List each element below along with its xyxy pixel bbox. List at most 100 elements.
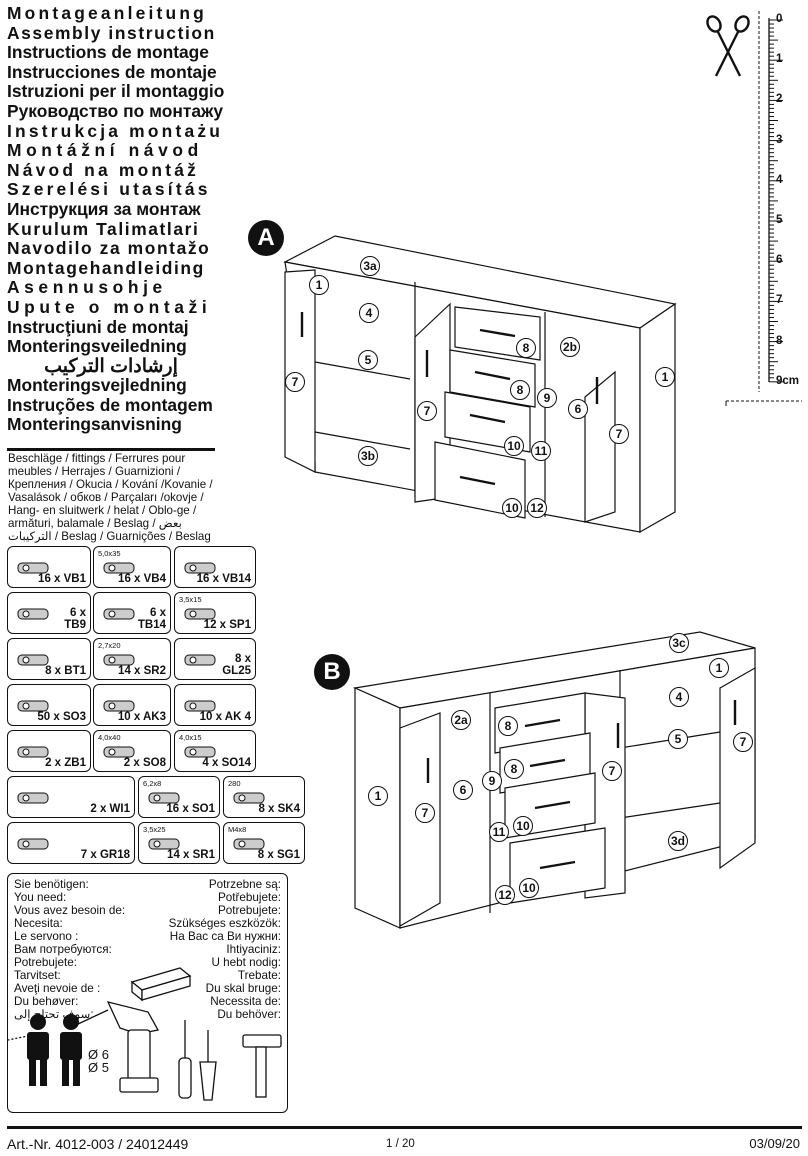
callout-3d: 3d: [668, 831, 688, 851]
title-nl: Montagehandleiding: [7, 257, 205, 278]
fitting-part-icon: [17, 608, 49, 620]
fitting-part-icon: [103, 654, 135, 666]
callout-4: 4: [359, 303, 379, 323]
diagram-b-cabinet: [352, 631, 756, 929]
screwdriver-icon: [178, 1020, 217, 1101]
callout-10: 10: [502, 498, 522, 518]
fitting-part-icon: [17, 792, 49, 804]
callout-1: 1: [709, 658, 729, 678]
fitting-cell: 6 x TB14: [93, 592, 171, 634]
callout-7: 7: [609, 424, 629, 444]
ruler-label: 2: [776, 93, 783, 106]
fitting-size: 2,7x20: [98, 641, 121, 650]
fitting-part-icon: [17, 562, 49, 574]
callout-1: 1: [655, 367, 675, 387]
title-ro: Instrucţiuni de montaj: [7, 316, 189, 337]
tools-left-line: Le servono :: [14, 930, 79, 943]
callout-2a: 2a: [451, 710, 471, 730]
fitting-cell: 8 x BT1: [7, 638, 91, 680]
title-bg: Инструкция за монтаж: [7, 198, 201, 219]
title-divider: [7, 448, 215, 451]
fitting-cell: 2 x WI1: [7, 776, 135, 818]
tools-left-list: Sie benötigen: You need: Vous avez besoi…: [14, 878, 125, 1021]
fitting-part-icon: [103, 608, 135, 620]
fitting-label: 8 x BT1: [45, 665, 86, 677]
ruler-label: 3: [776, 133, 783, 146]
fitting-label: 14 x SR1: [167, 849, 215, 861]
fitting-cell: 4,0x40 2 x SO8: [93, 730, 171, 772]
ruler-label: 5: [776, 214, 783, 226]
fitting-cell: 16 x VB14: [174, 546, 256, 588]
title-de: Montageanleitung: [7, 3, 207, 23]
fitting-part-icon: [17, 838, 49, 850]
title-list: Montageanleitung Assembly instruction In…: [7, 3, 224, 435]
article-number: Art.-Nr. 4012-003 / 24012449: [7, 1136, 189, 1152]
tools-right-line: Ihtiyaciniz:: [226, 943, 281, 956]
tools-right-line: На Вас са Ви нужни:: [169, 930, 281, 943]
tools-left-line: Вам потребуются:: [14, 943, 112, 956]
callout-10: 10: [513, 816, 533, 836]
fitting-part-icon: [17, 746, 49, 758]
tools-right-line: Szükséges eszközök:: [168, 917, 281, 930]
fitting-size: 4,0x40: [98, 733, 121, 742]
ruler: [706, 11, 802, 406]
callout-7: 7: [285, 372, 305, 392]
title-fi: Asennusohje: [7, 277, 167, 298]
tools-right-line: Trebate:: [237, 969, 281, 982]
callout-2b: 2b: [560, 337, 580, 357]
fitting-part-icon: [184, 746, 216, 758]
title-no: Monteringsveiledning: [7, 336, 187, 357]
callout-1: 1: [309, 275, 329, 295]
callout-8: 8: [510, 380, 530, 400]
callout-11: 11: [531, 441, 551, 461]
title-sk: Návod na montáž: [7, 159, 199, 180]
callout-4: 4: [669, 687, 689, 707]
fitting-label: 7 x GR18: [80, 849, 130, 861]
page-number: 1 / 20: [386, 1138, 415, 1150]
callout-12: 12: [527, 498, 547, 518]
tools-left-line: Sie benötigen:: [14, 878, 89, 891]
fitting-label: 10 x AK3: [117, 711, 166, 723]
tools-right-line: Potrebujete:: [217, 904, 281, 917]
title-en: Assembly instruction: [7, 22, 216, 43]
ruler-label: 9cm: [776, 374, 800, 387]
drill-size-5: Ø 5: [88, 1060, 109, 1075]
fitting-cell: 3,5x25 14 x SR1: [138, 822, 220, 864]
diagram-a-cabinet: [283, 235, 677, 534]
fitting-part-icon: [17, 700, 49, 712]
fitting-label: 14 x SR2: [118, 665, 166, 677]
fitting-label: 6 x TB9: [64, 607, 86, 631]
callout-10: 10: [519, 878, 539, 898]
fitting-part-icon: [233, 792, 265, 804]
fitting-part-icon: [17, 654, 49, 666]
fitting-part-icon: [148, 792, 180, 804]
callout-9: 9: [537, 388, 557, 408]
fitting-label: 2 x SO8: [123, 757, 166, 769]
callout-8: 8: [498, 716, 518, 736]
fitting-label: 2 x WI1: [90, 803, 130, 815]
callout-8: 8: [516, 338, 536, 358]
tools-right-line: Potrzebne są:: [208, 878, 281, 891]
ruler-label: 4: [776, 173, 783, 186]
callout-7: 7: [602, 761, 622, 781]
fitting-label: 2 x ZB1: [45, 757, 86, 769]
fitting-part-icon: [184, 700, 216, 712]
tools-right-line: Du behöver:: [217, 1008, 281, 1021]
tools-right-list: Potrzebne są: Potřebujete: Potrebujete: …: [169, 878, 281, 1021]
fitting-part-icon: [103, 700, 135, 712]
ruler-label: 8: [776, 334, 783, 347]
callout-7: 7: [415, 803, 435, 823]
fitting-size: 3,5x25: [143, 825, 166, 834]
ruler-label: 1: [776, 53, 783, 66]
fitting-cell: 2,7x20 14 x SR2: [93, 638, 171, 680]
fitting-size: 4,0x15: [179, 733, 202, 742]
tools-left-line: Necesita:: [14, 917, 63, 930]
callout-9: 9: [482, 771, 502, 791]
callout-12: 12: [495, 885, 515, 905]
callout-3a: 3a: [360, 256, 380, 276]
fitting-part-icon: [103, 562, 135, 574]
callout-6: 6: [568, 399, 588, 419]
